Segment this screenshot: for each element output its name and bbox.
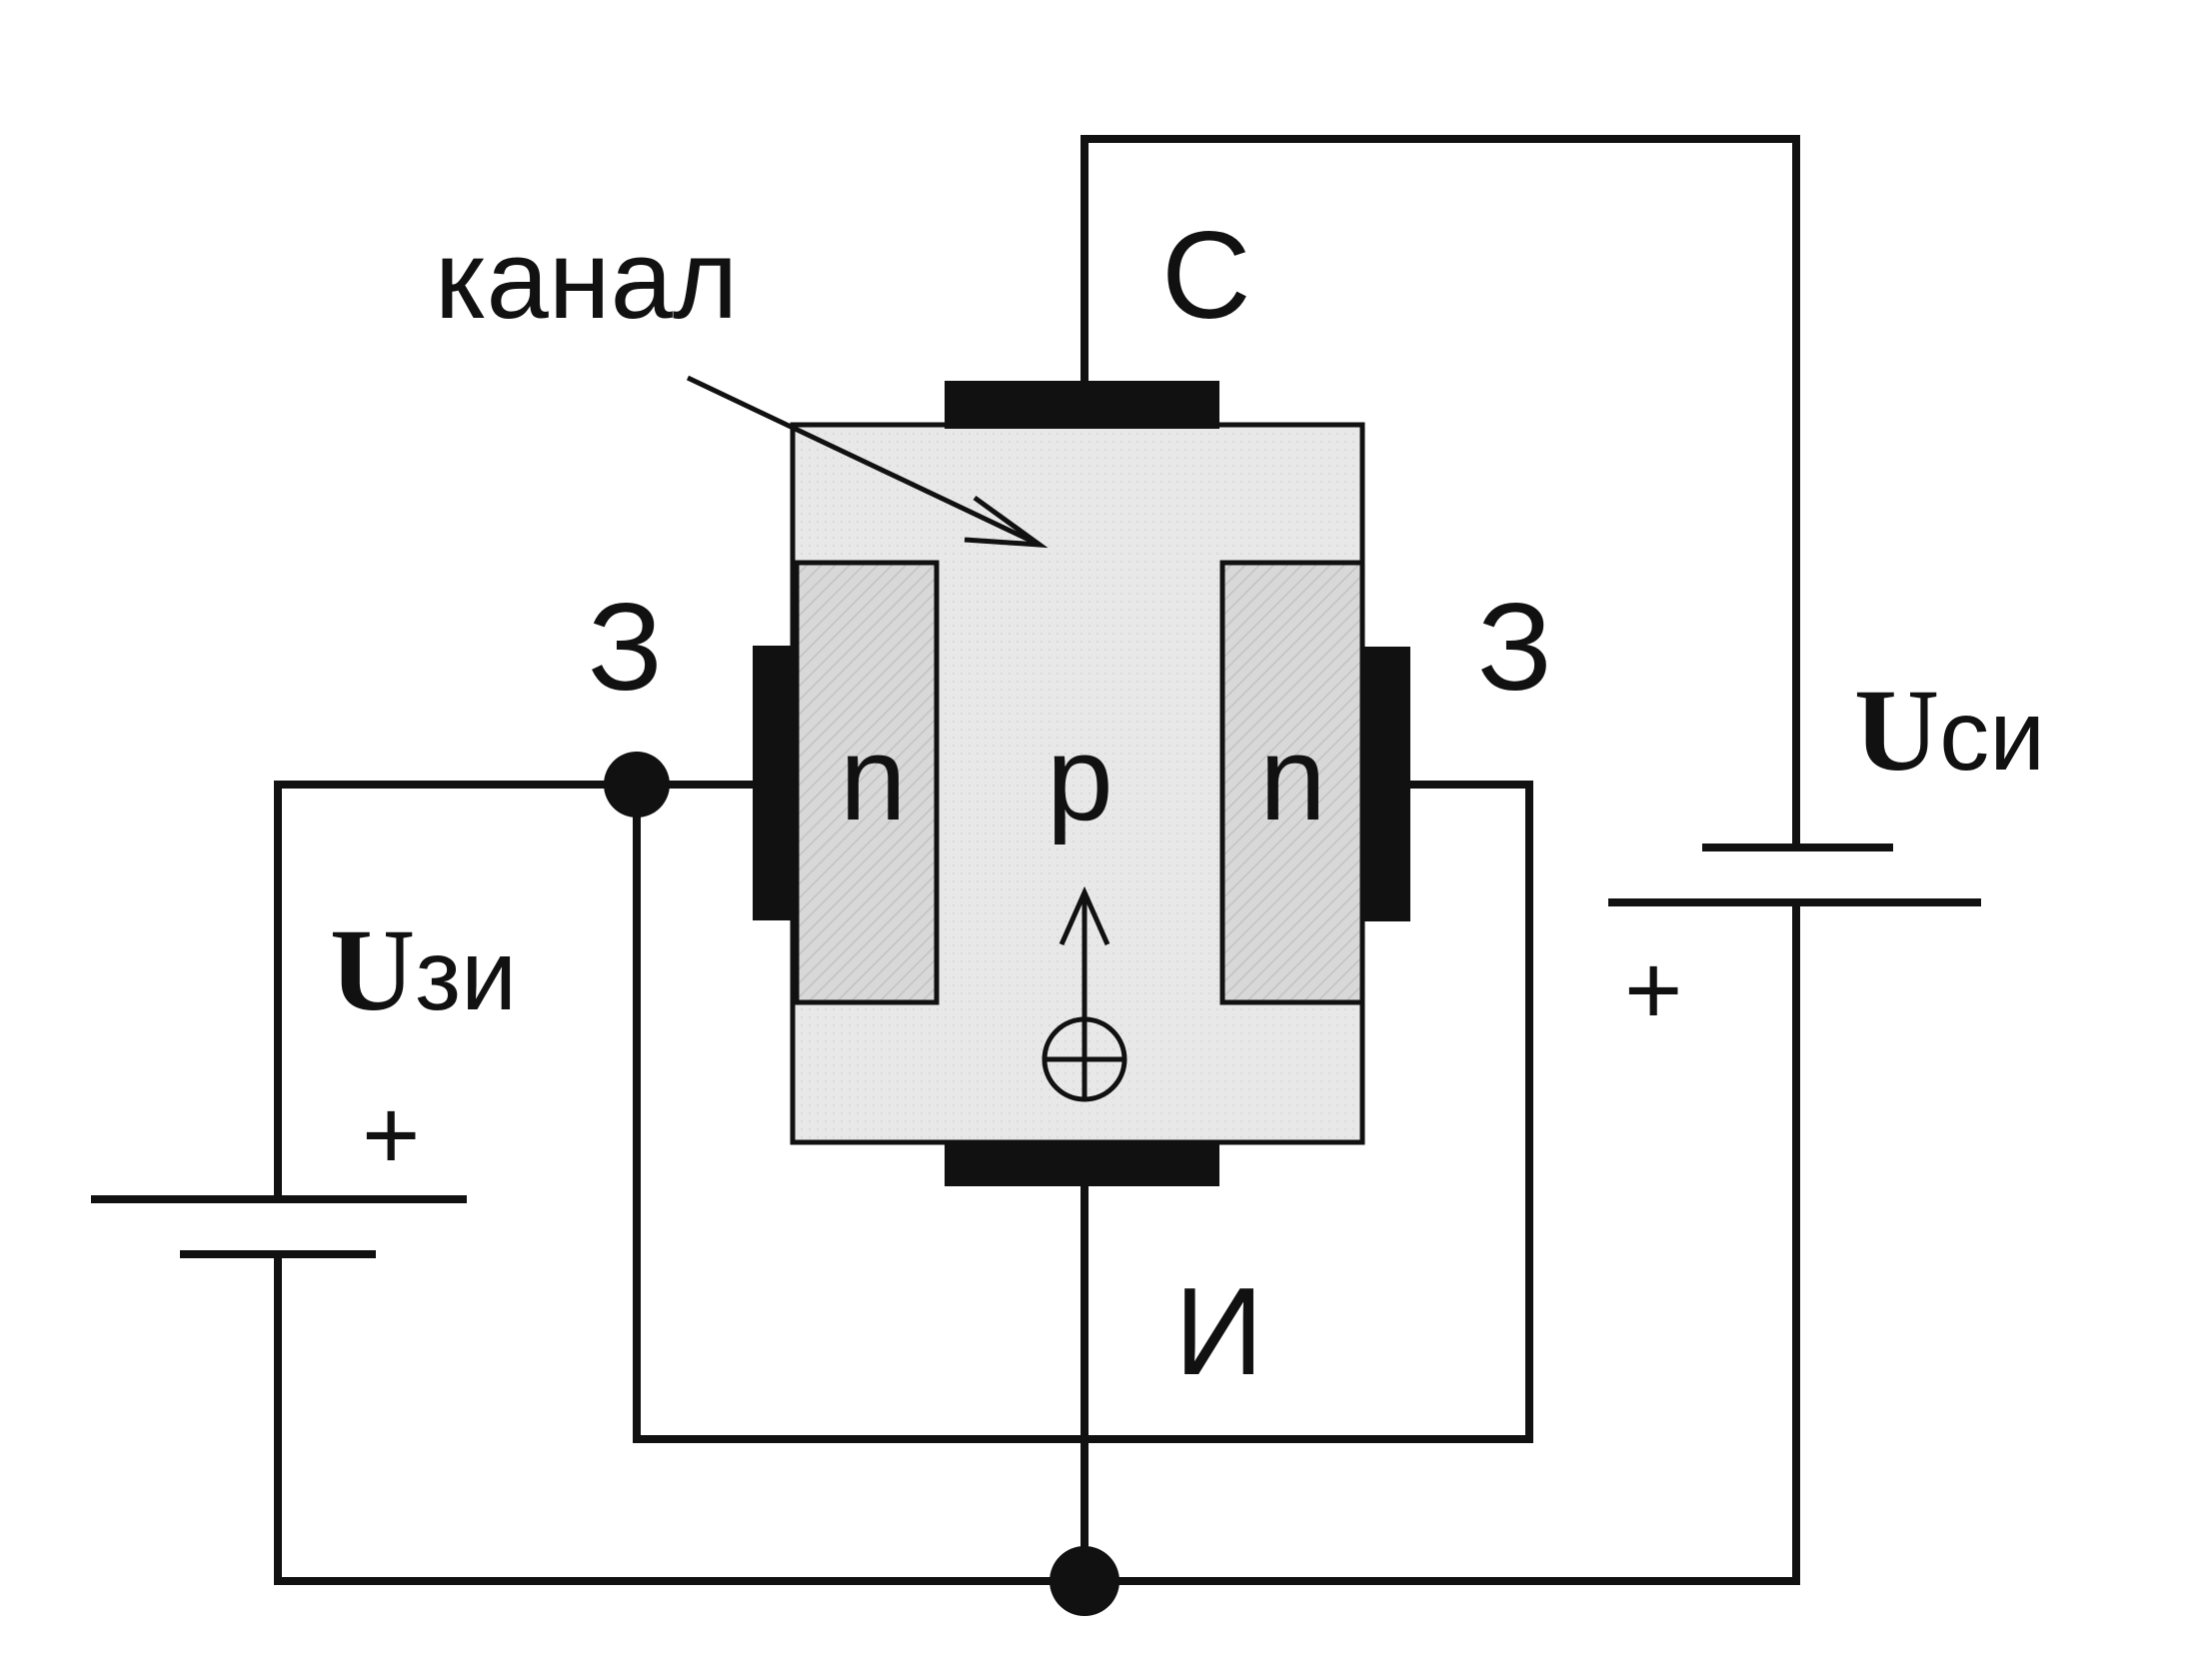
source-junction-dot <box>1050 1546 1119 1616</box>
source-label: И <box>1174 1263 1263 1401</box>
u-si-plus-sign: + <box>1624 934 1682 1046</box>
gate-junction-dot <box>604 752 670 818</box>
gate-right-label: З <box>1477 579 1552 717</box>
u-zi-label: Uзи <box>330 904 517 1035</box>
channel-label: канал <box>435 217 738 342</box>
gate-left-label: З <box>588 579 663 717</box>
arrow-up-icon <box>1059 885 1110 946</box>
p-region-label: p <box>1047 712 1113 845</box>
drain-wire <box>1081 135 1800 851</box>
n-region-left <box>794 560 940 1005</box>
left-gate-wire <box>274 781 757 1203</box>
u-si-label: Uси <box>1854 665 2045 796</box>
gate-electrode-left-notch-top <box>753 646 791 686</box>
channel-pointer-line <box>686 375 1042 548</box>
n-region-left-label: n <box>840 712 907 845</box>
gate-electrode-right <box>1362 647 1410 921</box>
drain-label: С <box>1161 207 1251 345</box>
channel-pointer-arrowhead <box>964 495 1049 549</box>
u-zi-plus-sign: + <box>362 1079 420 1191</box>
source-electrode <box>945 1140 1219 1186</box>
circled-plus-icon <box>1042 1016 1127 1102</box>
n-region-right <box>1219 560 1365 1005</box>
drain-electrode <box>945 381 1219 429</box>
gate-electrode-left-notch-bottom <box>753 845 791 920</box>
n-region-right-label: n <box>1259 712 1326 845</box>
gate-loop-wire <box>633 781 1533 1443</box>
